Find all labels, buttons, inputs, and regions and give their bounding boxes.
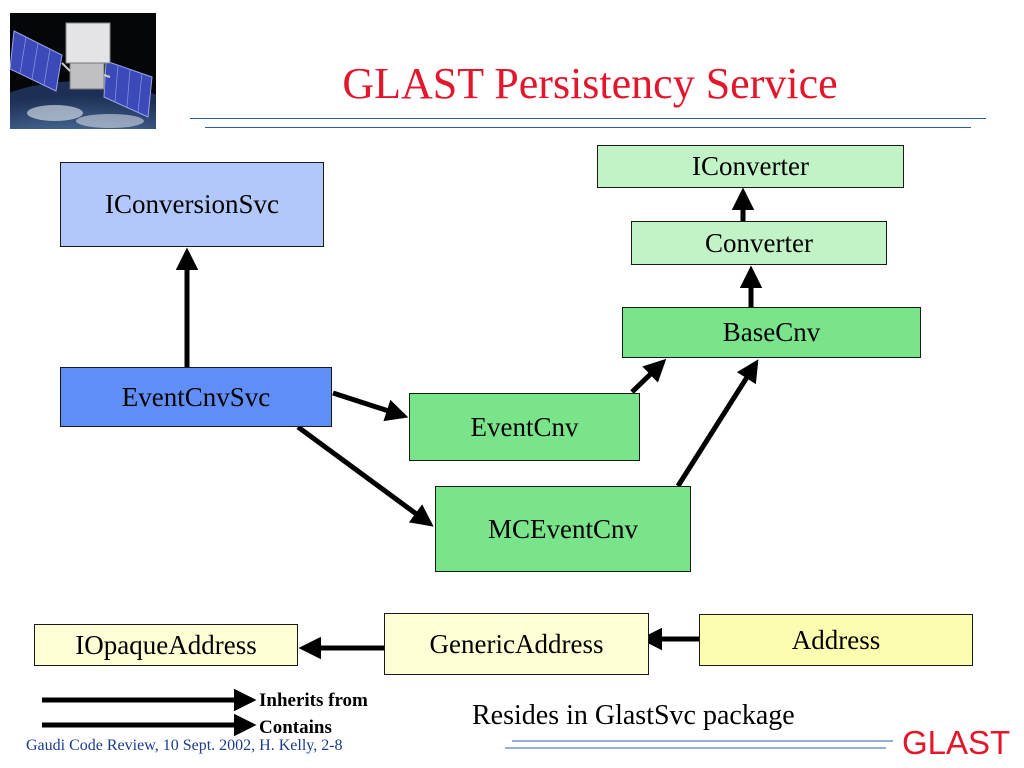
node-genericaddress: GenericAddress	[384, 613, 649, 675]
node-eventcnvsvc: EventCnvSvc	[60, 367, 332, 427]
node-iconversionsvc: IConversionSvc	[60, 162, 324, 247]
node-address: Address	[699, 614, 973, 666]
title-rule-top	[190, 118, 986, 119]
arrow-eventcnvsvc-to-eventcnv	[332, 390, 409, 422]
title-rule-bottom	[205, 127, 971, 128]
node-iconverter: IConverter	[597, 145, 904, 188]
node-iopaqueaddress: IOpaqueAddress	[34, 624, 298, 666]
page-title: GLAST Persistency Service	[342, 59, 838, 108]
arrow-eventcnv-to-basecnv	[630, 358, 667, 394]
arrow-eventcnvsvc-to-mceventcnv	[296, 424, 434, 527]
legend-contains-label: Contains	[259, 717, 332, 738]
package-note: Resides in GlastSvc package	[472, 700, 795, 731]
glast-brand-logo: GLAST	[902, 724, 1011, 761]
satellite-logo	[10, 13, 156, 129]
arrow-mceventcnv-to-basecnv	[675, 359, 759, 488]
node-eventcnv: EventCnv	[409, 393, 640, 461]
legend-inherits-label: Inherits from	[259, 690, 368, 711]
node-basecnv: BaseCnv	[622, 307, 921, 358]
footer-citation: Gaudi Code Review, 10 Sept. 2002, H. Kel…	[26, 737, 343, 754]
node-mceventcnv: MCEventCnv	[435, 486, 691, 572]
node-converter: Converter	[631, 221, 887, 265]
